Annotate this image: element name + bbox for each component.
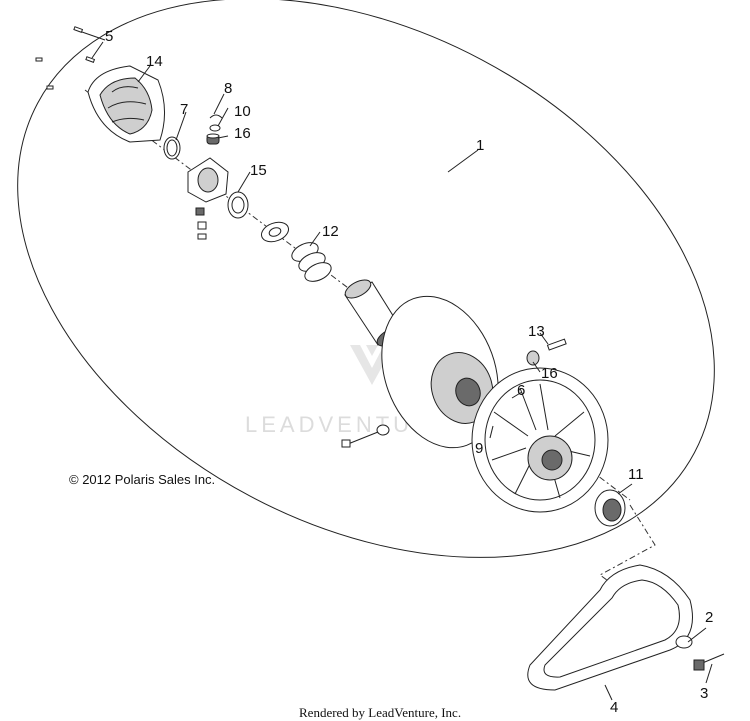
callout-2: 2 — [705, 609, 713, 626]
callout-labels: 1 2 3 4 5 6 7 8 9 10 11 12 13 14 15 16 1… — [105, 28, 713, 716]
render-credit: Rendered by LeadVenture, Inc. — [299, 705, 461, 720]
assembly-outline — [17, 0, 715, 558]
washer — [260, 221, 290, 243]
belt-hardware — [675, 635, 725, 671]
moveable-sheave — [381, 295, 499, 449]
cover-plate — [87, 65, 165, 143]
callout-7: 7 — [180, 101, 188, 118]
callout-9: 9 — [475, 440, 483, 457]
callout-10: 10 — [234, 103, 251, 120]
callout-15: 15 — [250, 162, 267, 179]
drive-belt — [527, 564, 693, 691]
bearing — [594, 489, 626, 527]
callout-11: 11 — [628, 466, 644, 483]
callout-14: 14 — [146, 53, 163, 70]
callout-16-lower: 16 — [541, 365, 558, 382]
bolt — [341, 424, 390, 448]
callout-3: 3 — [700, 685, 708, 702]
screw-group — [35, 26, 96, 90]
callout-12: 12 — [322, 223, 339, 240]
callout-4: 4 — [610, 699, 618, 716]
leader-lines — [81, 31, 713, 701]
small-hardware — [206, 114, 223, 145]
callout-5: 5 — [105, 28, 113, 45]
stationary-sheave — [471, 367, 609, 513]
snap-ring — [163, 136, 181, 160]
belt-dash-leader — [599, 504, 691, 641]
spring — [291, 242, 332, 282]
spider-assembly — [187, 157, 249, 240]
callout-13: 13 — [528, 323, 545, 340]
callout-8: 8 — [224, 80, 232, 97]
callout-6: 6 — [517, 382, 525, 399]
callout-16-upper: 16 — [234, 125, 251, 142]
copyright-notice: © 2012 Polaris Sales Inc. — [69, 472, 215, 487]
callout-1: 1 — [476, 137, 484, 154]
